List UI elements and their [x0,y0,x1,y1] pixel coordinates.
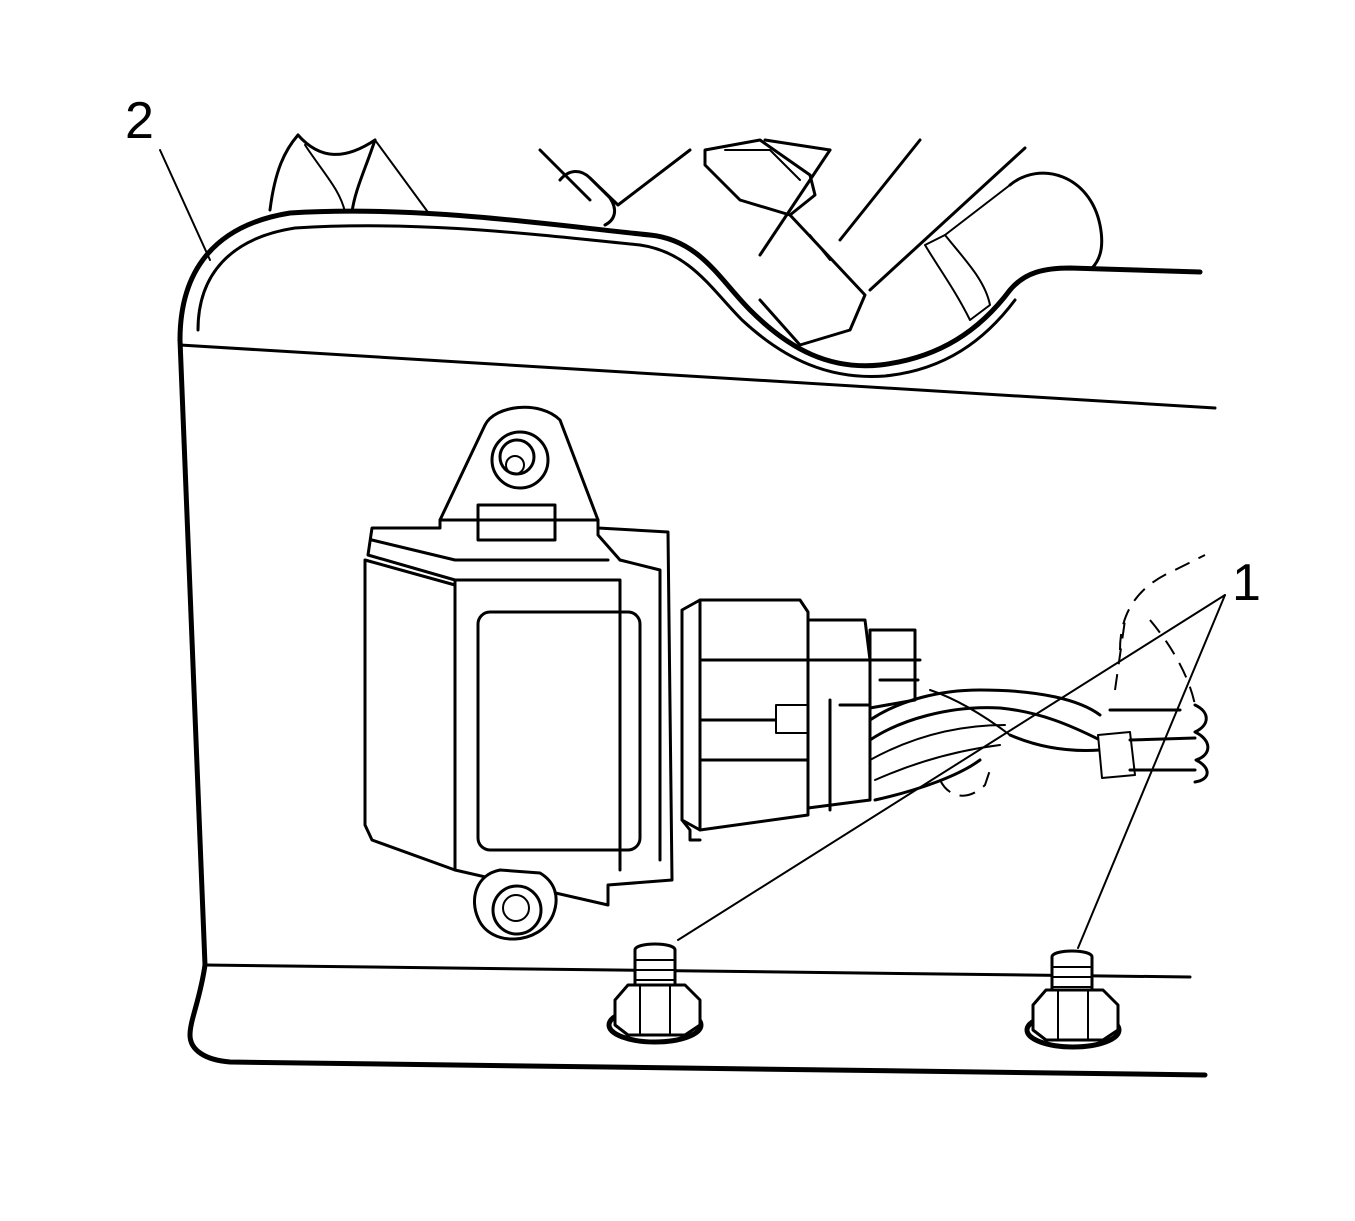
panel [177,208,1217,1078]
connectors [680,598,922,842]
callout-label-studs: 1 [1232,554,1261,612]
module [363,405,674,941]
leader-lines [159,149,1226,949]
wire-harness [868,554,1210,802]
background-components [268,133,1202,347]
stud-right [1024,949,1122,1050]
callout-label-panel: 2 [125,92,154,150]
stud-left [606,942,704,1045]
hex-fitting [703,138,867,347]
